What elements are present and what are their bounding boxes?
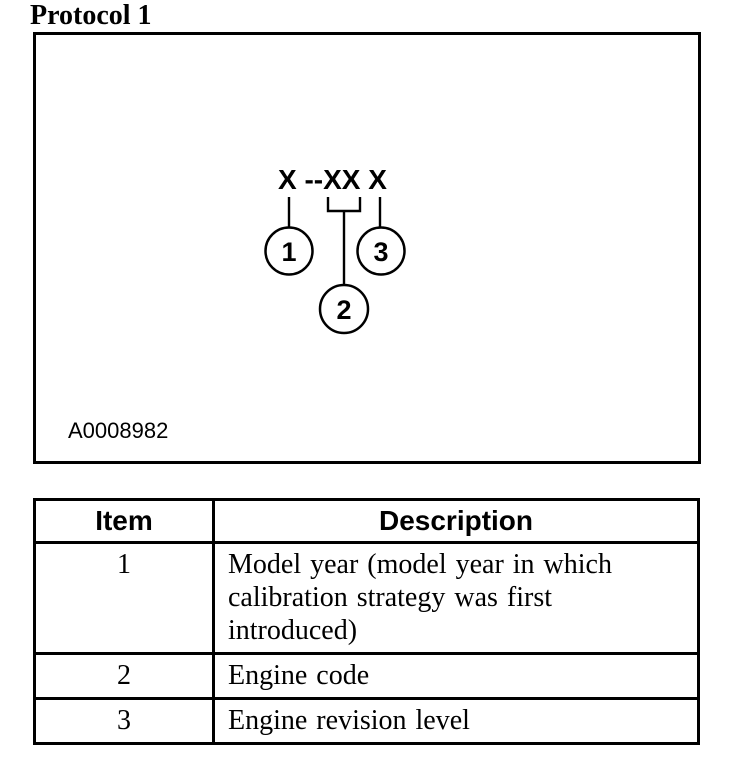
callout-1-circle xyxy=(264,226,314,276)
description-cell: Engine code xyxy=(212,652,700,700)
table-row: 2 Engine code xyxy=(33,652,700,700)
item-cell: 1 xyxy=(33,541,215,655)
callout-2-bracket xyxy=(326,197,362,213)
item-description-table: Item Description 1 Model year (model yea… xyxy=(33,498,700,745)
table-header-row: Item Description xyxy=(33,498,700,544)
item-cell: 3 xyxy=(33,697,215,745)
callout-1-number: 1 xyxy=(281,237,296,267)
figure-image-id: A0008982 xyxy=(68,418,168,443)
callout-3-number: 3 xyxy=(373,237,388,267)
table-header-description: Description xyxy=(212,498,700,544)
callout-3-circle xyxy=(356,226,406,276)
table-header-item: Item xyxy=(33,498,215,544)
code-format-diagram: X --XX X 1 2 3 A0008982 xyxy=(68,164,406,443)
table-row: 1 Model year (model year in which calibr… xyxy=(33,541,700,655)
page-title: Protocol 1 xyxy=(30,0,152,31)
callout-2-circle xyxy=(318,283,370,335)
item-cell: 2 xyxy=(33,652,215,700)
callout-2-number: 2 xyxy=(336,295,351,325)
description-cell: Model year (model year in which calibrat… xyxy=(212,541,700,655)
description-cell: Engine revision level xyxy=(212,697,700,745)
table-row: 3 Engine revision level xyxy=(33,697,700,745)
figure-box: X --XX X 1 2 3 A0008982 xyxy=(33,32,701,464)
code-pattern-text: X --XX X xyxy=(278,164,387,195)
